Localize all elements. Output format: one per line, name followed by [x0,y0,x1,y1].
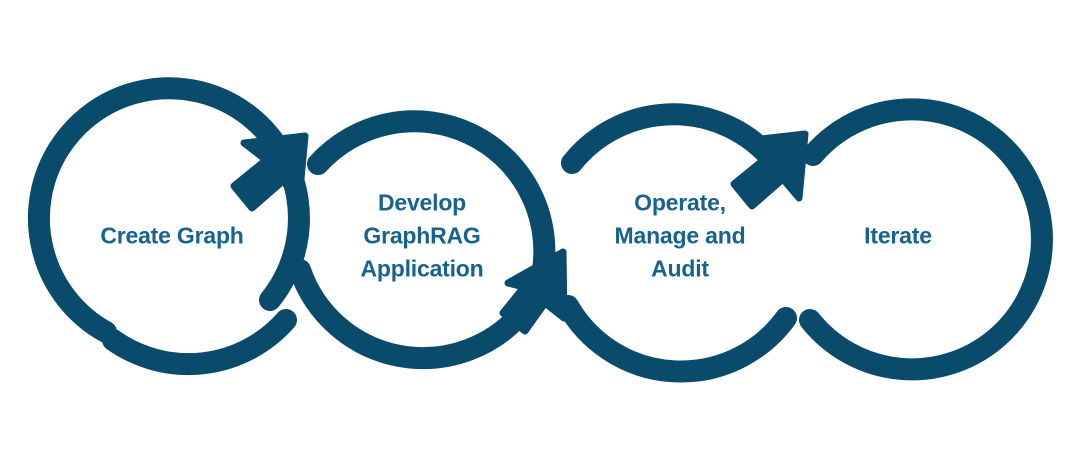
stage-1-create-graph-ring [27,77,310,376]
stage-3-arc-top [561,103,779,174]
arrow-3-head [730,130,809,210]
stage-3-operate-ring [557,103,797,383]
stage-2-arc-bottom [289,259,535,370]
stage-2-arc-top [307,110,556,281]
stage-4-iterate-ring [799,98,1053,381]
stage-4-arc-main [799,98,1053,381]
arrow-1-head [230,132,309,212]
stage-2-develop-app-ring [289,110,556,370]
stage-1-arc-lower [102,309,297,376]
arrow-2-head [499,248,568,335]
stage-1-arc-main [27,77,310,343]
stage-3-arc-bottom [557,295,797,383]
